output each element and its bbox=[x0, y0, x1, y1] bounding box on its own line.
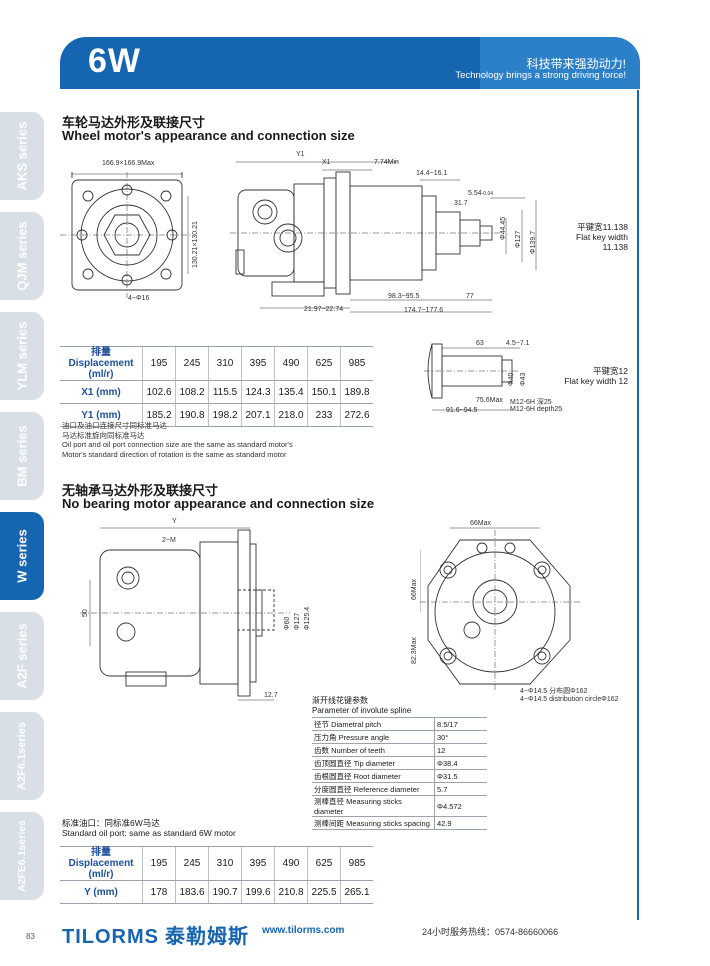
dim-dia127: Φ127 bbox=[294, 612, 301, 630]
dim-d2: 5.54-0.04 bbox=[468, 190, 494, 197]
oil-port-note: 标准油口：同标准6W马达 Standard oil port: same as … bbox=[62, 818, 236, 838]
slogan-en: Technology brings a strong driving force… bbox=[455, 70, 626, 81]
side-tab-a2f61[interactable]: A2F6.1series bbox=[0, 712, 44, 800]
dim-left2: 82.3Max bbox=[411, 637, 418, 664]
section1-notes: 油口及油口连接尺寸同标准马达 马达标准旋向同标准马达 Oil port and … bbox=[62, 421, 293, 459]
section2-title-cn: 无轴承马达外形及联接尺寸 bbox=[62, 483, 219, 498]
dim-c: 77 bbox=[466, 293, 474, 300]
shaft-thread-en: M12-6H depth25 bbox=[510, 406, 563, 413]
service-hotline: 24小时服务热线：0574-86660066 bbox=[422, 927, 559, 937]
section2-title-en: No bearing motor appearance and connecti… bbox=[62, 496, 375, 511]
dim-dia60: Φ60 bbox=[284, 616, 291, 630]
dim-a: 21.97~22.74 bbox=[304, 306, 344, 313]
dim-flange: 166.9×166.9Max bbox=[102, 160, 155, 167]
page-number: 83 bbox=[26, 932, 35, 941]
side-tab-ylm[interactable]: YLM series bbox=[0, 312, 44, 400]
dim-holes-cn: 4~Φ14.5 分布圆Φ162 bbox=[520, 688, 588, 695]
dim-left1: 66Max bbox=[411, 578, 418, 600]
shaft-thread-cn: M12-6H 深25 bbox=[510, 399, 552, 406]
dim-y1: Y1 bbox=[296, 151, 305, 158]
dim-dia125: Φ125.4 bbox=[304, 606, 311, 630]
dim-holes-en: 4~Φ14.5 distribution circleΦ162 bbox=[520, 696, 619, 703]
shaft-dim-d: 91.6~94.5 bbox=[446, 407, 478, 414]
dim-d3: 31.7 bbox=[454, 200, 468, 207]
dim-dia2: Φ127 bbox=[515, 230, 522, 248]
dim-min: 7.74Min bbox=[374, 159, 399, 166]
dim-d1: 14.4~16.1 bbox=[416, 170, 448, 177]
side-tab-label: QJM series bbox=[14, 221, 30, 291]
side-tab-label: A2FE6.1series bbox=[16, 820, 28, 892]
side-tab-qjm[interactable]: QJM series bbox=[0, 212, 44, 300]
dim-top: 66Max bbox=[470, 520, 492, 527]
side-tab-label: A2F series bbox=[14, 623, 30, 689]
key2-label: 平键宽12 Flat key width 12 bbox=[564, 366, 628, 386]
dim-d: 174.7~177.6 bbox=[404, 307, 444, 314]
side-tab-a2f[interactable]: A2F series bbox=[0, 612, 44, 700]
no-bearing-front-drawing bbox=[420, 527, 580, 690]
right-divider bbox=[637, 90, 639, 920]
shaft-dia1: Φ40 bbox=[508, 372, 515, 386]
side-tab-bm[interactable]: BM series bbox=[0, 412, 44, 500]
section1-title-cn: 车轮马达外形及联接尺寸 bbox=[62, 115, 206, 130]
side-tab-a2fe61[interactable]: A2FE6.1series bbox=[0, 812, 44, 900]
shaft-detail-drawing bbox=[424, 343, 520, 411]
side-tab-aks[interactable]: AKS series bbox=[0, 112, 44, 200]
dim-x1: X1 bbox=[322, 159, 331, 166]
side-tab-label: YLM series bbox=[14, 321, 30, 391]
dim-y: Y bbox=[172, 518, 177, 525]
no-bearing-side-drawing bbox=[80, 527, 290, 701]
dim-b: 98.3~95.5 bbox=[388, 293, 420, 300]
shaft-dim-c: 75.6Max bbox=[476, 397, 503, 404]
header-bar bbox=[60, 37, 640, 89]
shaft-dim-a: 63 bbox=[476, 340, 484, 347]
slogan-cn: 科技带来强劲动力! bbox=[526, 57, 626, 71]
dim-dia1: Φ44.45 bbox=[500, 216, 507, 240]
shaft-dim-b: 4.5~7.1 bbox=[506, 340, 530, 347]
section1-title-en: Wheel motor's appearance and connection … bbox=[62, 128, 355, 143]
side-tab-w[interactable]: W series bbox=[0, 512, 44, 600]
key1-label: 平键宽11.138 Flat key width 11.138 bbox=[576, 222, 628, 252]
shaft-dia2: Φ43 bbox=[520, 372, 527, 386]
dim-m: 2~M bbox=[162, 537, 176, 544]
side-tab-label: A2F6.1series bbox=[16, 722, 28, 790]
dim-center: 130.21×130.21 bbox=[192, 221, 199, 268]
dim-fifty: 50 bbox=[82, 609, 89, 617]
side-tab-label: W series bbox=[14, 529, 30, 583]
company-url[interactable]: www.tilorms.com bbox=[262, 925, 345, 936]
dim-dia3: Φ139.7 bbox=[530, 230, 537, 254]
wheel-motor-drawing bbox=[60, 161, 537, 313]
spline-title: 渐开线花键参数 Parameter of involute spline bbox=[312, 696, 412, 715]
page-title: 6W bbox=[88, 42, 141, 80]
dim-holes: 4~Φ16 bbox=[128, 295, 150, 302]
side-tab-label: AKS series bbox=[14, 121, 30, 191]
dim-w: 12.7 bbox=[264, 692, 278, 699]
side-tab-label: BM series bbox=[14, 425, 30, 487]
